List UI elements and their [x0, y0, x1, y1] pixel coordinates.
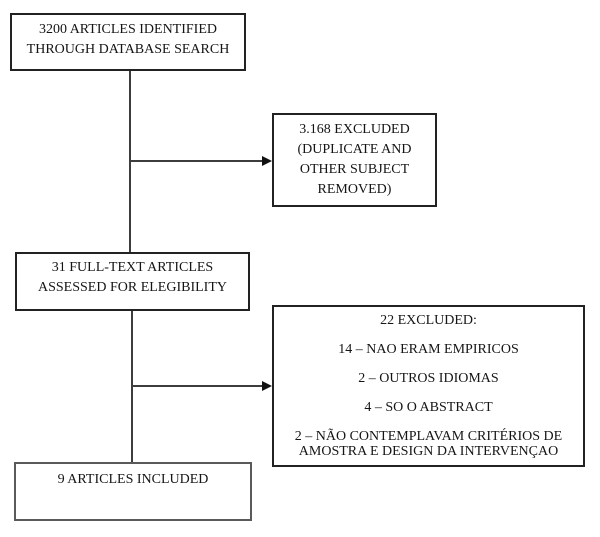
box-text-line: 31 FULL-TEXT ARTICLES: [51, 260, 214, 275]
box-text-line: OTHER SUBJECT: [299, 162, 410, 177]
excluded-item: 14 – NAO ERAM EMPIRICOS: [338, 342, 519, 357]
excluded-item: 2 – NÃO CONTEMPLAVAM CRITÉRIOS DE AMOSTR…: [274, 429, 583, 459]
box-text-line: (DUPLICATE AND: [297, 142, 412, 157]
box-text-line: 3.168 EXCLUDED: [299, 122, 410, 137]
box-articles-identified: 3200 ARTICLES IDENTIFIED THROUGH DATABAS…: [10, 13, 246, 71]
box-text-line: AMOSTRA E DESIGN DA INTERVENÇAO: [298, 444, 559, 459]
arrowhead-right-icon: [262, 381, 272, 391]
box-fulltext-assessed: 31 FULL-TEXT ARTICLES ASSESSED FOR ELEGI…: [15, 252, 250, 311]
connector-arrow-to-excluded-other: [132, 385, 262, 387]
box-text-line: 9 ARTICLES INCLUDED: [57, 472, 209, 487]
box-text-line: REMOVED): [317, 182, 392, 197]
connector-arrow-to-excluded-duplicates: [130, 160, 262, 162]
arrowhead-right-icon: [262, 156, 272, 166]
box-text-line: 3200 ARTICLES IDENTIFIED: [38, 22, 218, 37]
box-excluded-other-reasons: 22 EXCLUDED: 14 – NAO ERAM EMPIRICOS 2 –…: [272, 305, 585, 467]
excluded-title: 22 EXCLUDED:: [380, 313, 477, 328]
box-text-line: 2 – NÃO CONTEMPLAVAM CRITÉRIOS DE: [294, 429, 563, 444]
excluded-item: 2 – OUTROS IDIOMAS: [358, 371, 499, 386]
box-text-line: THROUGH DATABASE SEARCH: [26, 42, 230, 57]
box-excluded-duplicates: 3.168 EXCLUDED (DUPLICATE AND OTHER SUBJ…: [272, 113, 437, 207]
box-articles-included: 9 ARTICLES INCLUDED: [14, 462, 252, 521]
excluded-item: 4 – SO O ABSTRACT: [364, 400, 493, 415]
box-text-line: ASSESSED FOR ELEGIBILITY: [37, 280, 227, 295]
